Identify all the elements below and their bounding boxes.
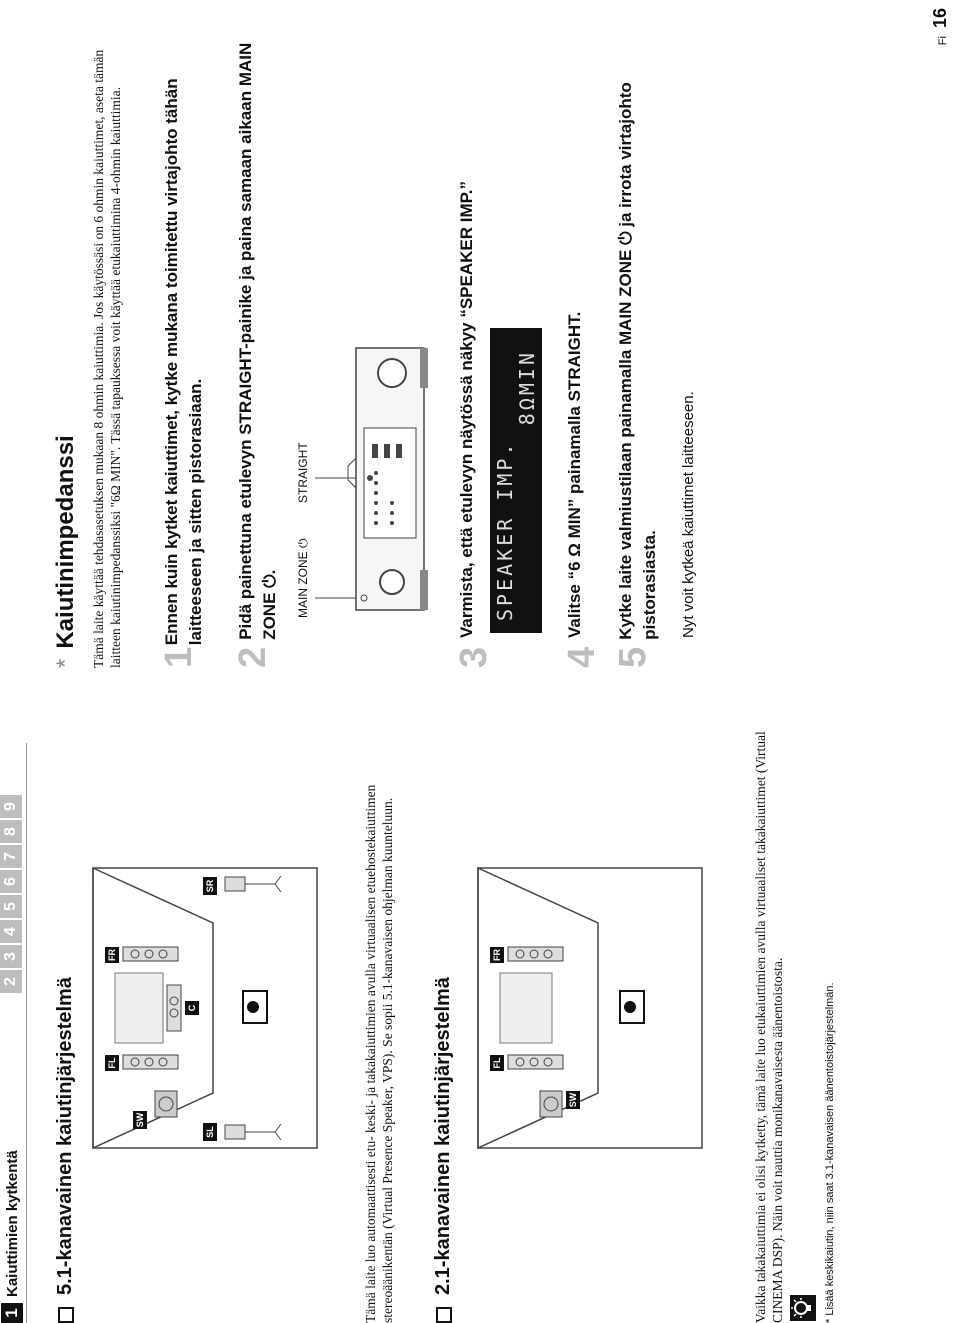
header-rule xyxy=(26,743,27,1323)
impedance-intro: Tämä laite käyttää tehdasasetuksen mukaa… xyxy=(91,49,123,668)
tip-lightbulb-icon xyxy=(790,1295,816,1321)
straight-button[interactable] xyxy=(367,475,373,481)
display-line-1: SPEAKER IMP. xyxy=(493,440,517,622)
label-sl: SL xyxy=(205,1126,215,1138)
step-5-number: 5 xyxy=(612,646,654,668)
step-2: 2 Pidä painettuna etulevyn STRAIGHT-pain… xyxy=(232,8,282,668)
impedance-title: Kaiutinimpedanssi xyxy=(52,435,79,649)
nav-chapter-6[interactable]: 6 xyxy=(0,870,22,893)
nav-chapter-5[interactable]: 5 xyxy=(0,895,22,918)
section-5-1-title: 5.1-kanavainen kaiutinjärjestelmä xyxy=(54,977,76,1295)
label-fr: FR xyxy=(107,949,117,961)
nav-chapter-7[interactable]: 7 xyxy=(0,845,22,868)
impedance-heading: * Kaiutinimpedanssi xyxy=(52,435,80,668)
surround-left-speaker-icon xyxy=(224,1123,282,1141)
step-1-text: Ennen kuin kytket kaiuttimet, kytke muka… xyxy=(162,78,205,646)
label-sw: SW xyxy=(568,1092,578,1107)
section-2-1-text: Vaikka takakaiuttimia ei olisi kytketty,… xyxy=(753,731,785,1323)
step-4-text: Valitse “6 Ω MIN” painamalla STRAIGHT. xyxy=(565,311,584,638)
language-code: Fi xyxy=(937,36,949,46)
chapter-number: 1 xyxy=(1,1303,23,1323)
subwoofer-icon xyxy=(154,1090,178,1118)
step-3-text: Varmista, että etulevyn näytössä näkyy “… xyxy=(457,181,476,638)
nav-chapter-2[interactable]: 2 xyxy=(0,970,22,993)
page-number: 16 xyxy=(930,8,950,29)
nav-chapter-4[interactable]: 4 xyxy=(0,920,22,943)
surround-right-speaker-icon xyxy=(224,875,282,893)
chapter-header: 1 Kaiuttimien kytkentä xyxy=(0,1150,24,1323)
asterisk-icon: * xyxy=(52,658,79,668)
center-speaker-icon xyxy=(166,984,182,1032)
display-line-2: 8ΩMIN xyxy=(515,350,539,426)
label-sr: SR xyxy=(205,879,215,892)
volume-knob-icon xyxy=(377,358,407,388)
room-diagram-5-1: SL SW FL C FR SR xyxy=(92,866,318,1150)
straight-callout: STRAIGHT xyxy=(296,442,310,503)
receiver-front-panel xyxy=(315,347,428,611)
checkbox-icon xyxy=(57,1307,74,1323)
step-5-note: Nyt voit kytkeä kaiuttimet laitteeseen. xyxy=(680,391,697,638)
label-fl: FL xyxy=(107,1057,117,1068)
step-5-text: Kytke laite valmiustilaan painamalla MAI… xyxy=(616,82,659,640)
nav-chapter-3[interactable]: 3 xyxy=(0,945,22,968)
nav-chapter-9[interactable]: 9 xyxy=(0,795,22,818)
section-5-1-heading: 5.1-kanavainen kaiutinjärjestelmä xyxy=(54,977,77,1323)
step-3-number: 3 xyxy=(453,646,495,668)
front-display: SPEAKER IMP. 8ΩMIN xyxy=(490,328,542,633)
label-c: C xyxy=(187,1004,197,1011)
subwoofer-icon xyxy=(539,1090,563,1118)
step-1: 1 Ennen kuin kytket kaiuttimet, kytke mu… xyxy=(158,8,208,668)
step-4: 4 Valitse “6 Ω MIN” painamalla STRAIGHT. xyxy=(561,8,603,668)
footnote: * Lisää keskikaiutin, niin saat 3.1-kana… xyxy=(824,982,836,1323)
label-fr: FR xyxy=(492,949,502,961)
main-zone-callout: MAIN ZONE ⏻ xyxy=(296,538,310,619)
step-2-text: Pidä painettuna etulevyn STRAIGHT-painik… xyxy=(236,42,279,640)
section-5-1-text: Tämä laite luo automaattisesti etu- kesk… xyxy=(363,784,395,1323)
chapter-title: Kaiuttimien kytkentä xyxy=(3,1150,21,1297)
page-footer: Fi 16 xyxy=(930,8,951,45)
section-2-1-title: 2.1-kanavainen kaiutinjärjestelmä xyxy=(432,977,454,1295)
label-sw: SW xyxy=(135,1112,145,1127)
main-zone-power-button[interactable] xyxy=(360,594,368,602)
input-knob-icon xyxy=(379,569,405,595)
step-3: 3 Varmista, että etulevyn näytössä näkyy… xyxy=(453,8,495,668)
chapter-nav: 2 3 4 5 6 7 8 9 xyxy=(0,795,22,993)
room-diagram-2-1: SW FL FR xyxy=(477,866,703,1150)
step-1-number: 1 xyxy=(158,646,200,668)
section-2-1-heading: 2.1-kanavainen kaiutinjärjestelmä xyxy=(432,977,455,1323)
checkbox-icon xyxy=(435,1307,452,1323)
step-2-number: 2 xyxy=(232,646,274,668)
step-5: 5 Kytke laite valmiustilaan painamalla M… xyxy=(612,8,662,668)
step-4-number: 4 xyxy=(561,646,603,668)
label-fl: FL xyxy=(492,1057,502,1068)
nav-chapter-8[interactable]: 8 xyxy=(0,820,22,843)
